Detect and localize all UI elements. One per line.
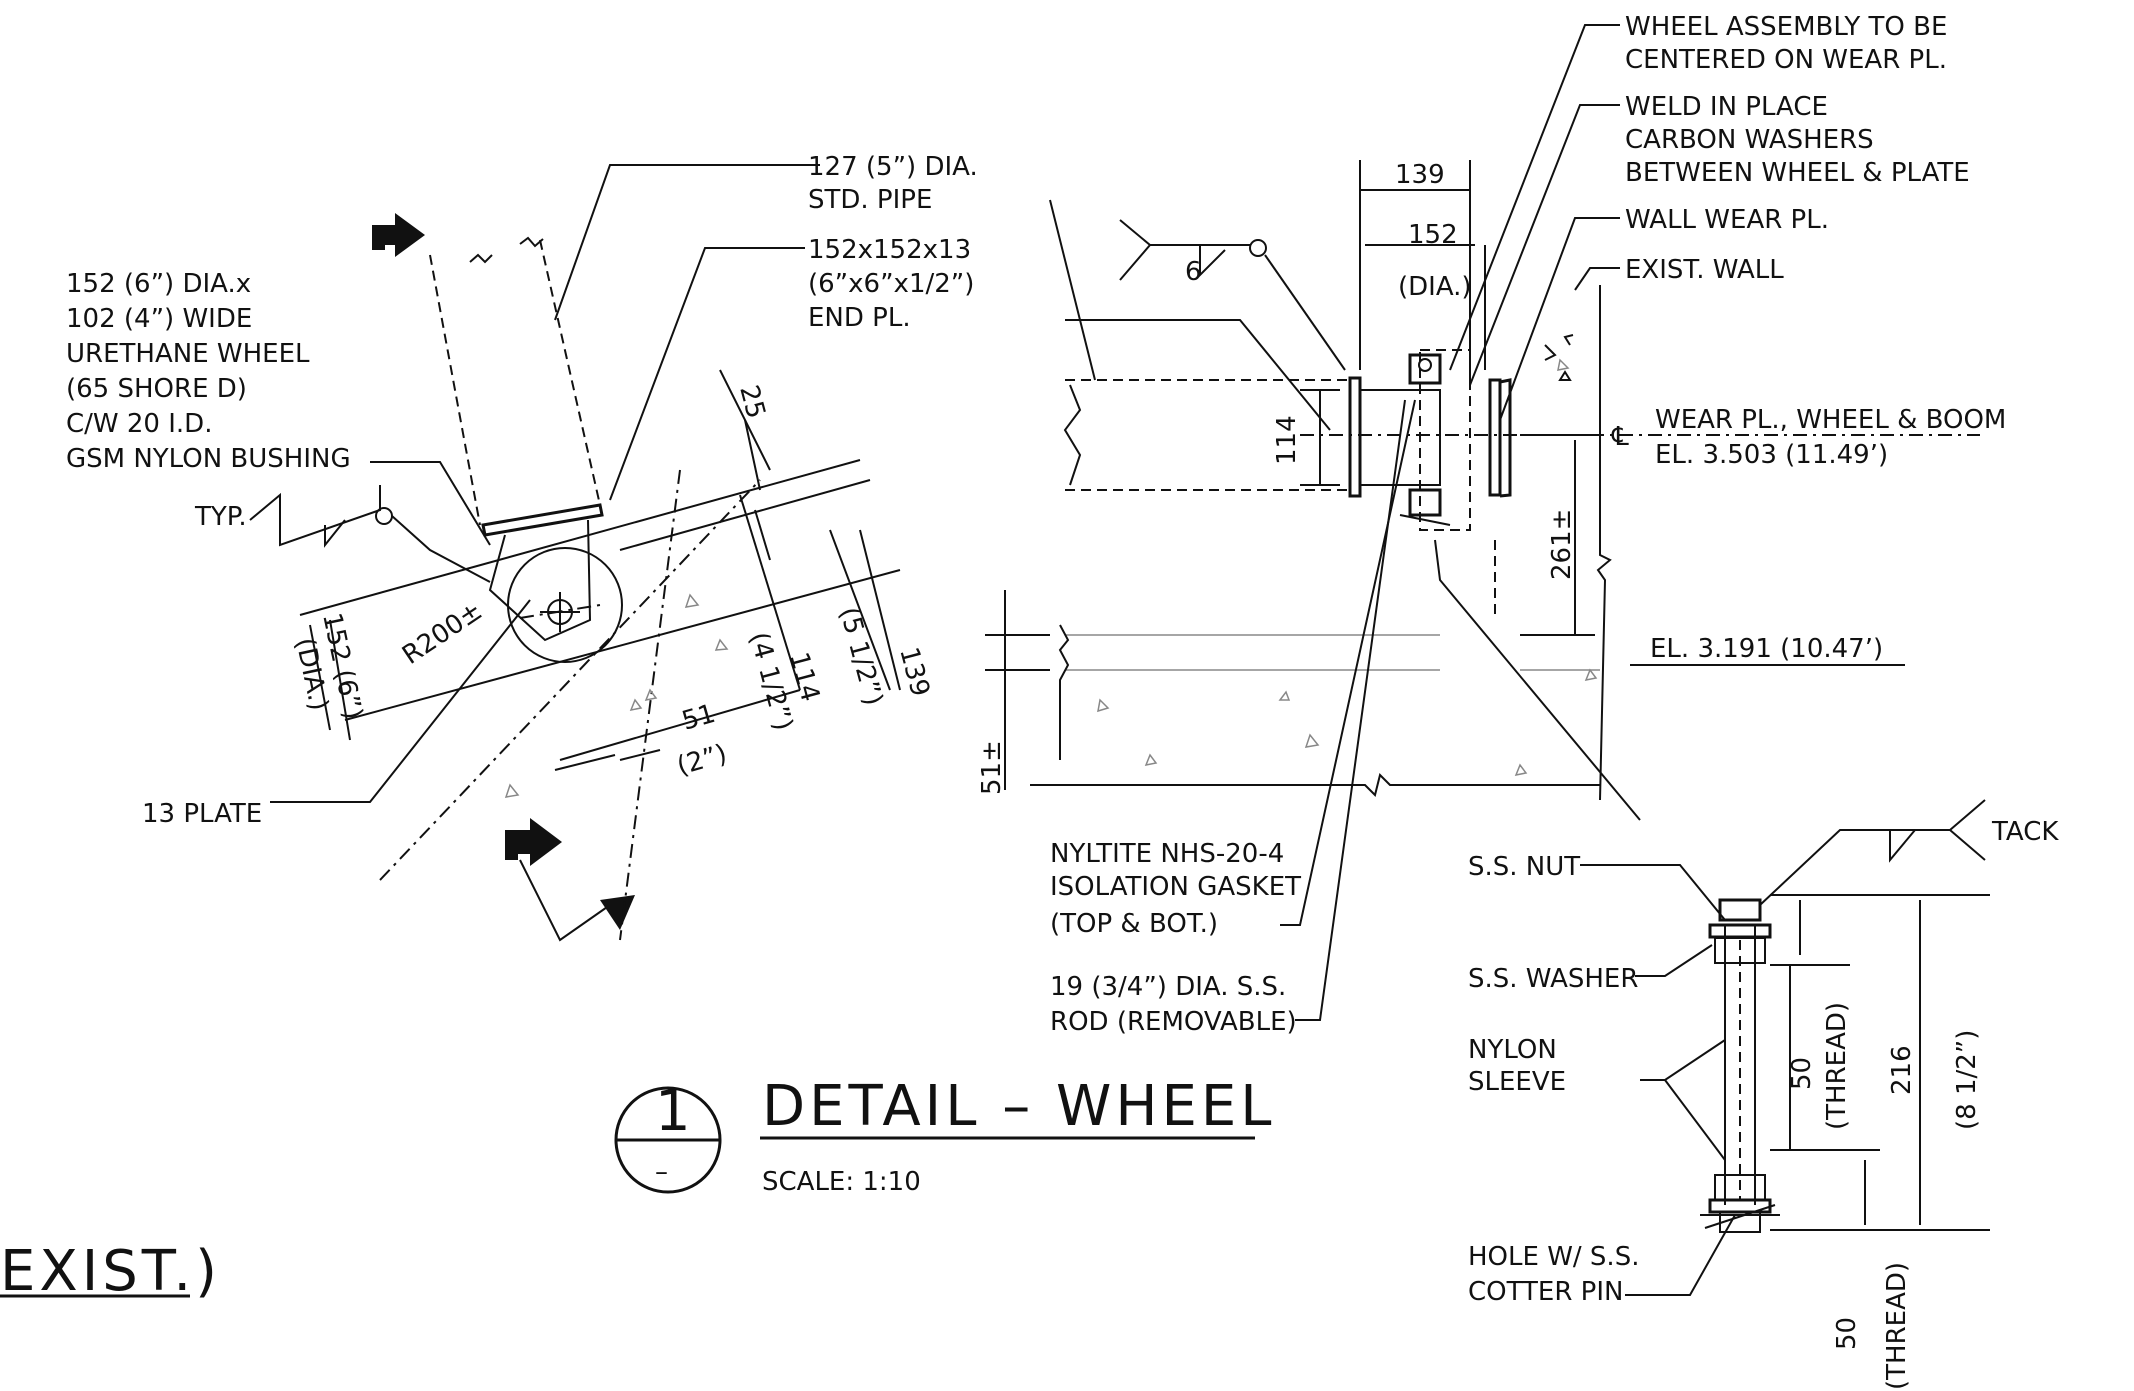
wheel-spec-line-1: 152 (6”) DIA.x bbox=[66, 269, 251, 299]
annotations: 152 (6”) DIA.x 102 (4”) WIDE URETHANE WH… bbox=[0, 12, 2059, 1390]
thread-dim-label: (THREAD) bbox=[1822, 1002, 1852, 1130]
centerline-label-2: EL. 3.503 (11.49’) bbox=[1655, 440, 1888, 470]
section-arrow-top bbox=[372, 213, 425, 257]
dim-216: 216 bbox=[1887, 1045, 1917, 1095]
weld-note-1: WELD IN PLACE bbox=[1625, 92, 1828, 122]
end-plate-label-1: 152x152x13 bbox=[808, 235, 971, 265]
weld-note-3: BETWEEN WHEEL & PLATE bbox=[1625, 158, 1970, 188]
weld-size-6: 6 bbox=[1185, 257, 1202, 287]
ss-nut-label: S.S. NUT bbox=[1468, 852, 1580, 882]
wheel-assembly-note-2: CENTERED ON WEAR PL. bbox=[1625, 45, 1947, 75]
thread-dim-label-bottom: (THREAD) bbox=[1882, 1262, 1912, 1390]
section-arrow-bottom bbox=[505, 818, 562, 866]
left-dim-5-1-2: (5 1/2”) bbox=[833, 604, 888, 709]
title-block bbox=[0, 1086, 1255, 1298]
pipe-label-1: 127 (5”) DIA. bbox=[808, 152, 978, 182]
wheel-spec-line-6: GSM NYLON BUSHING bbox=[66, 444, 351, 474]
pipe-label-2: STD. PIPE bbox=[808, 185, 932, 215]
end-plate-label-3: END PL. bbox=[808, 303, 911, 333]
centerline-symbol: ℄ bbox=[1611, 422, 1629, 452]
detail-number: 1 bbox=[655, 1079, 691, 1144]
centerline-label-1: WEAR PL., WHEEL & BOOM bbox=[1655, 405, 2006, 435]
tack-label: TACK bbox=[1991, 817, 2059, 847]
rod-label-1: 19 (3/4”) DIA. S.S. bbox=[1050, 972, 1286, 1002]
hole-label-1: HOLE W/ S.S. bbox=[1468, 1242, 1639, 1272]
plate-13-label: 13 PLATE bbox=[142, 799, 262, 829]
wheel-spec-line-5: C/W 20 I.D. bbox=[66, 409, 212, 439]
wheel-assembly-note-1: WHEEL ASSEMBLY TO BE bbox=[1625, 12, 1947, 42]
thread-dim-50: 50 bbox=[1787, 1057, 1817, 1090]
detail-scale: SCALE: 1:10 bbox=[762, 1167, 921, 1197]
nylon-sleeve-label-1: NYLON bbox=[1468, 1035, 1557, 1065]
left-dim-25: 25 bbox=[733, 382, 771, 422]
left-dim-51: 51 bbox=[679, 699, 719, 737]
weld-note-2: CARBON WASHERS bbox=[1625, 125, 1874, 155]
partial-exist-label: EXIST.) bbox=[0, 1239, 221, 1304]
dim-8-1-2: (8 1/2”) bbox=[1952, 1030, 1982, 1130]
end-plate-label-2: (6”x6”x1/2”) bbox=[808, 269, 974, 299]
typ-label: TYP. bbox=[194, 502, 247, 532]
detail-title: DETAIL – WHEEL bbox=[762, 1074, 1275, 1139]
gasket-label-3: (TOP & BOT.) bbox=[1050, 909, 1218, 939]
left-dim-2in: (2”) bbox=[674, 739, 731, 782]
gasket-label-1: NYLTITE NHS-20-4 bbox=[1050, 839, 1284, 869]
dim-261: 261± bbox=[1547, 509, 1577, 580]
dim-152: 152 bbox=[1408, 220, 1458, 250]
section-view bbox=[249, 164, 901, 942]
elevation-view: ℄ bbox=[985, 24, 1980, 1021]
rod-detail bbox=[1580, 799, 1990, 1296]
nylon-sleeve-label-2: SLEEVE bbox=[1468, 1067, 1566, 1097]
dim-51-plus-minus: 51± bbox=[977, 740, 1007, 795]
dim-139: 139 bbox=[1395, 160, 1445, 190]
hole-label-2: COTTER PIN bbox=[1468, 1277, 1623, 1307]
elevation-3191: EL. 3.191 (10.47’) bbox=[1650, 634, 1883, 664]
gasket-label-2: ISOLATION GASKET bbox=[1050, 872, 1301, 902]
wheel-spec-line-4: (65 SHORE D) bbox=[66, 374, 247, 404]
wall-wear-plate-label: WALL WEAR PL. bbox=[1625, 205, 1829, 235]
rod-label-2: ROD (REMOVABLE) bbox=[1050, 1007, 1297, 1037]
wheel-spec-line-2: 102 (4”) WIDE bbox=[66, 304, 252, 334]
existing-wall-label: EXIST. WALL bbox=[1625, 255, 1784, 285]
dim-114: 114 bbox=[1272, 415, 1302, 465]
dim-dia: (DIA.) bbox=[1398, 272, 1472, 302]
ss-washer-label: S.S. WASHER bbox=[1468, 964, 1638, 994]
left-dim-139: 139 bbox=[893, 644, 935, 700]
thread-dim-50-bottom: 50 bbox=[1832, 1317, 1862, 1350]
sheet-reference: – bbox=[655, 1157, 668, 1187]
radius-label: R200± bbox=[397, 596, 488, 671]
wheel-spec-line-3: URETHANE WHEEL bbox=[66, 339, 310, 369]
